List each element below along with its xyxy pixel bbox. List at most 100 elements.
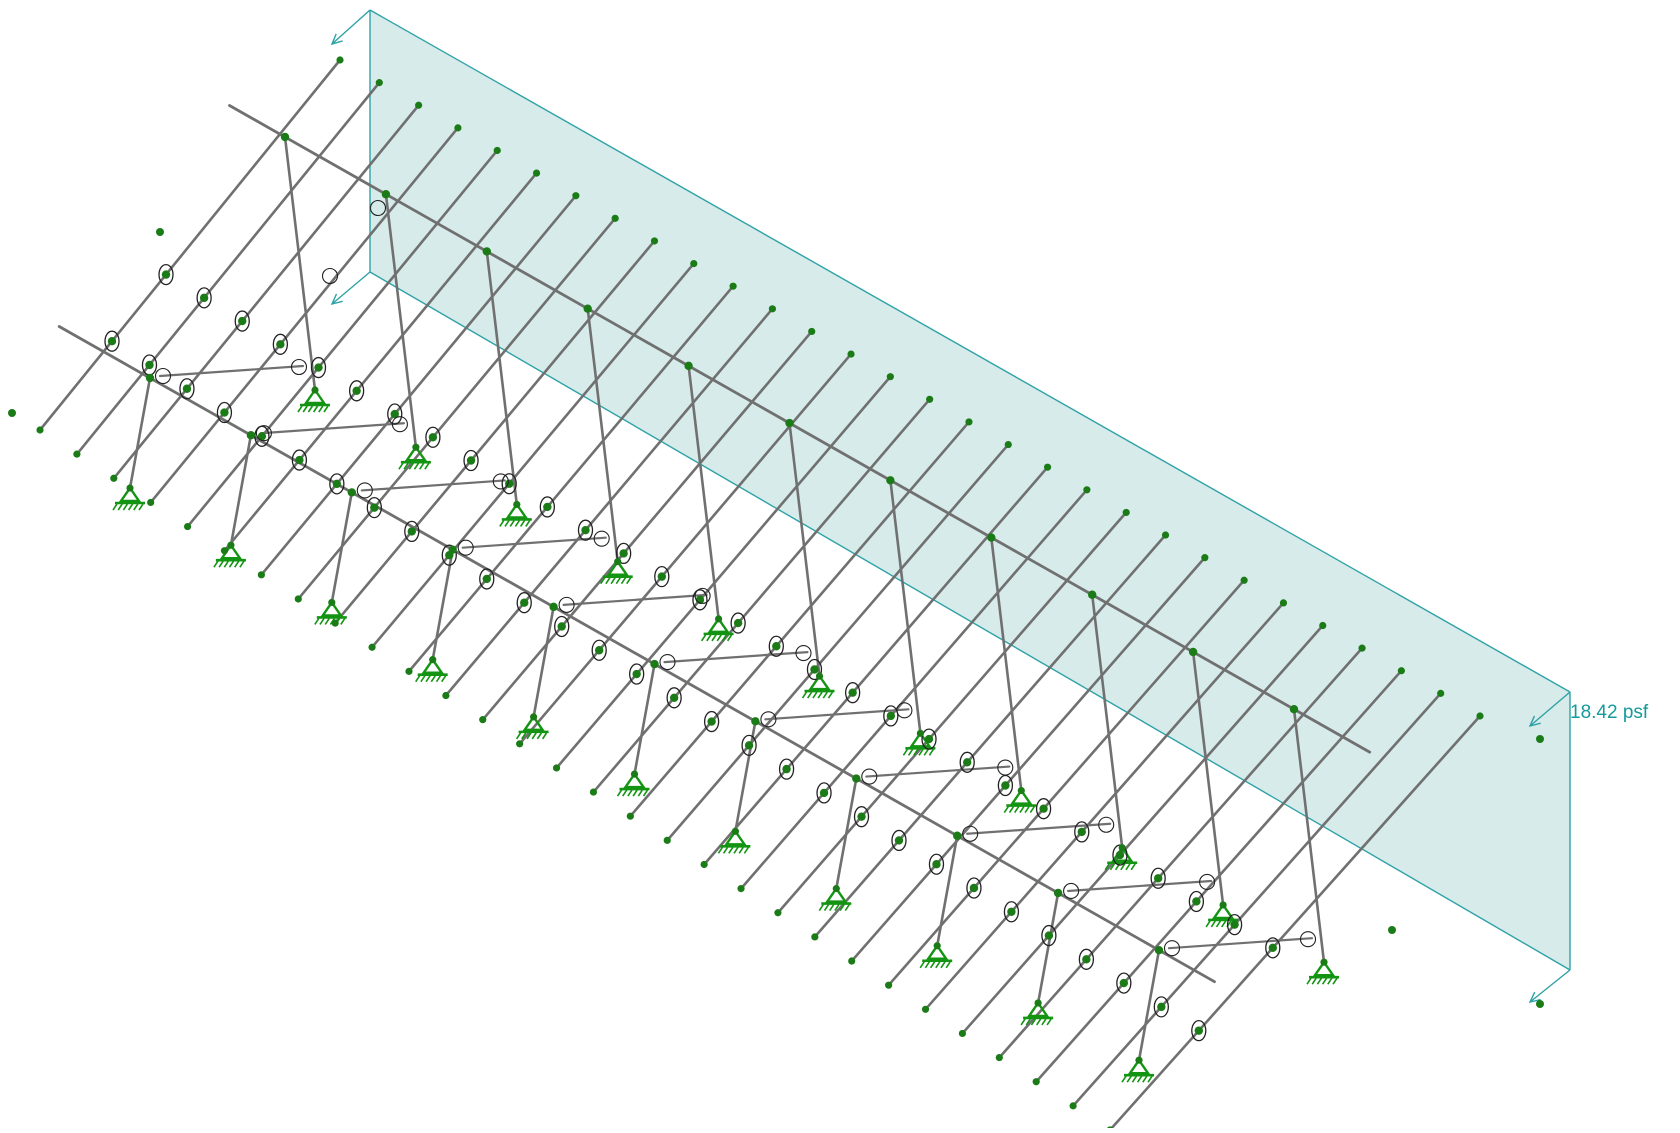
node-dot-icon: [1188, 647, 1198, 657]
pin-support-icon: [919, 943, 953, 969]
node-dot-icon: [768, 305, 777, 313]
node-dot-icon: [1043, 463, 1052, 471]
support-triangle: [421, 657, 444, 674]
node-dot-icon: [729, 282, 737, 290]
hinge-release-icon: [558, 596, 575, 613]
support-hatch: [637, 789, 643, 797]
clip-ring: [703, 710, 720, 733]
node-dot-icon: [479, 716, 487, 724]
node-dot-icon: [953, 831, 962, 840]
support-hatch: [223, 560, 229, 568]
support-hatch: [924, 961, 931, 969]
support-triangle: [404, 445, 428, 462]
pin-support-icon: [1306, 960, 1339, 985]
purlin-member: [370, 262, 696, 649]
node-dot-icon: [1320, 958, 1328, 966]
support-triangle: [808, 673, 831, 691]
node-dot-icon: [1135, 1056, 1143, 1064]
front-post-member: [532, 605, 555, 719]
hinge-release-icon: [593, 530, 610, 547]
clip-node: [370, 503, 379, 512]
clip-connector-icon: [216, 401, 233, 424]
support-hatch: [1215, 920, 1222, 928]
brace-member: [1167, 937, 1314, 950]
support-hatch: [536, 732, 543, 740]
node-dot-icon: [987, 533, 996, 542]
clip-connector-icon: [291, 449, 308, 471]
support-triangle: [724, 829, 747, 846]
clip-node: [220, 408, 229, 417]
support-triangle: [1211, 902, 1235, 920]
support-hatch: [738, 846, 744, 854]
clip-ring: [329, 473, 345, 495]
support-hatch: [923, 748, 929, 756]
clip-node: [1157, 1002, 1166, 1012]
hinge-release-icon: [492, 473, 509, 490]
clip-ring: [387, 403, 403, 425]
pin-support-icon: [1020, 1000, 1054, 1026]
clip-node: [332, 479, 342, 489]
front-post-member: [229, 433, 253, 547]
hinge-release-icon: [321, 267, 339, 285]
node-dot-icon: [700, 860, 708, 869]
support-hatch: [615, 577, 621, 585]
front-post-member: [734, 720, 757, 833]
clip-ring: [928, 853, 945, 875]
clip-ring: [516, 592, 532, 614]
clip-node: [810, 665, 819, 674]
support-hatch: [499, 519, 505, 527]
clip-connector-icon: [196, 287, 212, 309]
node-dot-icon: [294, 595, 302, 603]
brace-member: [1066, 879, 1213, 893]
clip-connector-icon: [1188, 890, 1205, 913]
support-hatch: [1131, 1075, 1138, 1083]
clip-connector-icon: [554, 615, 570, 638]
node-dot-icon: [715, 615, 723, 623]
load-arrow-head: [330, 33, 343, 46]
support-hatch: [419, 462, 425, 470]
support-hatch: [902, 748, 909, 756]
support-hatch: [117, 503, 123, 511]
clip-node: [1119, 978, 1129, 988]
support-hatch: [403, 462, 409, 470]
support-hatch: [1332, 977, 1338, 985]
clip-node: [1115, 850, 1125, 860]
clip-node: [482, 574, 491, 584]
support-hatch: [1003, 806, 1009, 813]
load-arrow-head: [1528, 991, 1541, 1004]
support-hatch: [1136, 1075, 1143, 1083]
support-hatch: [1008, 806, 1015, 813]
hinge-release-icon: [795, 645, 812, 662]
brace-member: [158, 364, 305, 378]
support-hatch: [1109, 863, 1116, 871]
front-post-member: [431, 548, 455, 661]
clip-connector-icon: [141, 354, 158, 376]
support-hatch: [340, 617, 346, 625]
node-dot-icon: [774, 909, 782, 917]
load-value-label: 18.42 psf: [1570, 702, 1649, 723]
clip-ring: [310, 356, 327, 379]
node-dot-icon: [442, 691, 450, 700]
brace-member: [865, 765, 1011, 778]
support-hatch: [935, 961, 941, 969]
clip-ring: [1265, 937, 1281, 959]
clip-ring: [1153, 996, 1169, 1018]
node-dot-icon: [626, 812, 634, 820]
hinge-release-icon: [896, 702, 913, 719]
node-dot-icon: [630, 770, 639, 778]
support-hatch: [413, 462, 420, 470]
support-hatch: [627, 789, 633, 797]
node-dot-icon: [650, 659, 659, 669]
clip-node: [886, 711, 896, 721]
load-arrow-icon: [1528, 691, 1571, 728]
support-hatch: [323, 405, 329, 413]
back-post-member: [1292, 707, 1326, 964]
node-dot-icon: [583, 304, 592, 313]
clip-connector-icon: [1226, 914, 1243, 936]
purlin-member: [629, 420, 971, 818]
clip-connector-icon: [1116, 972, 1132, 994]
node-dot-icon: [808, 327, 816, 336]
clip-node: [581, 525, 590, 535]
